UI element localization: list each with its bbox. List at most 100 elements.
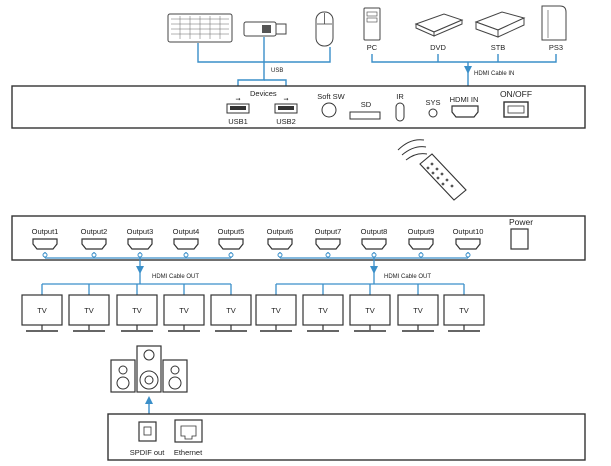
spdif-label: SPDIF out: [130, 448, 166, 457]
speaker-system-icon: [110, 345, 188, 393]
pc-icon: [363, 7, 381, 41]
front-panel: [11, 85, 586, 129]
hdmi-output-port-6[interactable]: [267, 238, 293, 250]
output-label-6: Output6: [267, 227, 294, 236]
tv-3: TV: [116, 294, 158, 332]
hdmi-output-port-1[interactable]: [32, 238, 58, 250]
dvd-icon: [414, 13, 464, 37]
output-node: [277, 252, 283, 258]
output-node: [137, 252, 143, 258]
output-label-5: Output5: [218, 227, 245, 236]
tv-screen: [255, 294, 297, 326]
tv-label: TV: [413, 306, 423, 315]
tv-label: TV: [271, 306, 281, 315]
tv-screen: [210, 294, 252, 326]
source-bus-wire: [371, 54, 557, 63]
keyboard-icon: [167, 13, 233, 43]
hdmi-in-port[interactable]: [451, 105, 479, 118]
tv-label: TV: [459, 306, 469, 315]
pc-label: PC: [367, 43, 378, 52]
output-node: [183, 252, 189, 258]
tv-1: TV: [21, 294, 63, 332]
tv-9: TV: [397, 294, 439, 332]
ir-label: IR: [396, 92, 404, 101]
output-arrow-icon: [136, 266, 144, 274]
hdmi-output-port-2[interactable]: [81, 238, 107, 250]
hdmi-output-port-5[interactable]: [218, 238, 244, 250]
output-label-2: Output2: [81, 227, 108, 236]
output-node: [418, 252, 424, 258]
tv-label: TV: [132, 306, 142, 315]
tv-6: TV: [255, 294, 297, 332]
usb2-port[interactable]: [274, 103, 298, 114]
tv-8: TV: [349, 294, 391, 332]
source-drop-wires: [437, 54, 499, 62]
usb-drive-icon: [243, 21, 287, 37]
rear-panel: [11, 215, 586, 261]
hdmi-output-port-8[interactable]: [361, 238, 387, 250]
output-label-10: Output10: [453, 227, 484, 236]
spdif-arrow-icon: [145, 396, 153, 404]
spdif-port-inner: [143, 426, 152, 436]
ps3-icon: [541, 5, 567, 41]
hdmi-output-port-10[interactable]: [455, 238, 481, 250]
mouse-icon: [315, 11, 334, 47]
sd-card-slot[interactable]: [349, 111, 381, 120]
output-label-7: Output7: [315, 227, 342, 236]
power-label: Power: [509, 217, 533, 227]
tv-label: TV: [84, 306, 94, 315]
hdmi-in-arrow-icon: [464, 66, 472, 74]
tv-label: TV: [37, 306, 47, 315]
usb1-label: USB1: [228, 117, 248, 126]
output-label-1: Output1: [32, 227, 59, 236]
hdmi-out-left-label: HDMI Cable OUT: [152, 274, 199, 280]
output-node: [42, 252, 48, 258]
tv-label: TV: [179, 306, 189, 315]
usb1-port[interactable]: [226, 103, 250, 114]
tv-5: TV: [210, 294, 252, 332]
sys-label: SYS: [425, 98, 440, 107]
power-switch-rocker: [507, 105, 525, 114]
usb-symbol-icon: ⇝: [235, 97, 240, 103]
soft-sw-label: Soft SW: [317, 92, 345, 101]
tv-screen: [116, 294, 158, 326]
output-node: [465, 252, 471, 258]
hdmi-output-port-9[interactable]: [408, 238, 434, 250]
output-node: [325, 252, 331, 258]
power-inlet[interactable]: [510, 228, 529, 250]
sys-led: [428, 108, 438, 118]
usb-cable-label: USB: [271, 68, 283, 74]
sd-label: SD: [361, 100, 372, 109]
dvd-label: DVD: [430, 43, 446, 52]
output-label-4: Output4: [173, 227, 200, 236]
hdmi-output-port-7[interactable]: [315, 238, 341, 250]
ir-receiver: [395, 102, 405, 122]
tv-10: TV: [443, 294, 485, 332]
tv-2: TV: [68, 294, 110, 332]
tv-screen: [302, 294, 344, 326]
output-node: [91, 252, 97, 258]
devices-label: Devices: [250, 89, 277, 98]
hdmi-in-cable-label: HDMI Cable IN: [474, 71, 514, 77]
output-node: [228, 252, 234, 258]
stb-label: STB: [491, 43, 506, 52]
tv-screen: [21, 294, 63, 326]
output-label-9: Output9: [408, 227, 435, 236]
tv-7: TV: [302, 294, 344, 332]
soft-sw-button[interactable]: [321, 102, 337, 118]
tv-4: TV: [163, 294, 205, 332]
tv-label: TV: [365, 306, 375, 315]
usb2-label: USB2: [276, 117, 296, 126]
hdmi-output-port-4[interactable]: [173, 238, 199, 250]
hdmi-out-right-label: HDMI Cable OUT: [384, 274, 431, 280]
remote-control-icon: [397, 139, 467, 201]
ps3-label: PS3: [549, 43, 563, 52]
tv-screen: [68, 294, 110, 326]
on-off-label: ON/OFF: [500, 89, 532, 99]
output-label-8: Output8: [361, 227, 388, 236]
hdmi-in-label: HDMI IN: [450, 95, 479, 104]
usb-symbol-icon: ⇝: [283, 97, 288, 103]
output-arrow-icon: [370, 266, 378, 274]
hdmi-output-port-3[interactable]: [127, 238, 153, 250]
